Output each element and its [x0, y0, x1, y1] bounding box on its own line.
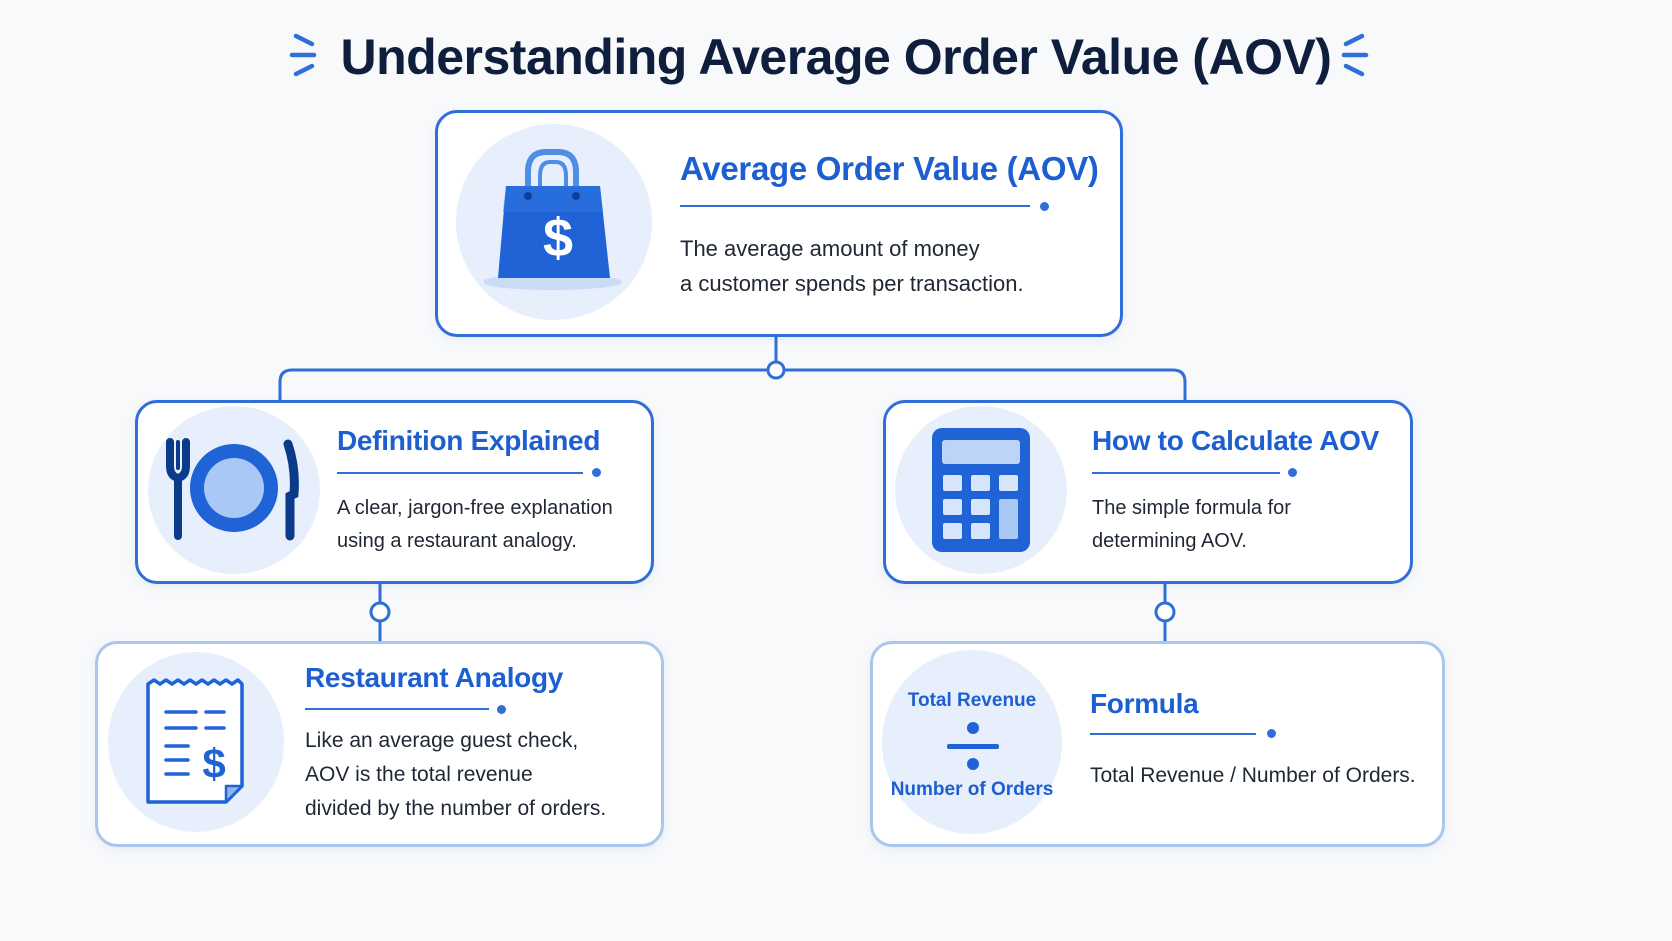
receipt-dollar-icon: $	[146, 678, 244, 804]
root-desc-line-2: a customer spends per transaction.	[680, 271, 1024, 296]
restaurant-analogy-desc-line-2: AOV is the total revenue	[305, 763, 533, 786]
formula-icon-bg	[882, 650, 1062, 834]
formula-title: Formula	[1090, 688, 1199, 719]
title-left-accent-icon	[289, 33, 317, 77]
definition-desc-line-2: using a restaurant analogy.	[337, 530, 577, 552]
calculate-desc-line-1: The simple formula for	[1092, 497, 1291, 519]
definition-desc-line-1: A clear, jargon-free explanation	[337, 497, 613, 519]
formula-denominator: Number of Orders	[890, 779, 1054, 800]
svg-text:$: $	[543, 208, 573, 268]
shopping-bag-dollar-icon: $	[484, 149, 622, 290]
page-title: Understanding Average Order Value (AOV)	[340, 29, 1332, 85]
definition-title: Definition Explained	[337, 425, 601, 456]
restaurant-analogy-title-dot	[497, 705, 506, 714]
formula-desc: Total Revenue / Number of Orders.	[1090, 764, 1416, 787]
restaurant-analogy-desc-line-1: Like an average guest check,	[305, 729, 579, 752]
formula-title-rule	[1090, 733, 1256, 735]
definition-title-rule	[337, 472, 583, 474]
title-right-accent-icon	[1341, 33, 1369, 77]
formula-title-dot	[1267, 729, 1276, 738]
fork-plate-knife-icon	[166, 438, 299, 541]
restaurant-analogy-desc-line-3: divided by the number of orders.	[305, 797, 607, 820]
root-title: Average Order Value (AOV)	[680, 150, 1099, 187]
division-icon	[947, 722, 999, 770]
definition-title-dot	[592, 468, 601, 477]
calculator-icon	[932, 428, 1030, 552]
formula-numerator: Total Revenue	[907, 690, 1037, 711]
restaurant-analogy-title-rule	[305, 708, 489, 710]
calculate-title-dot	[1288, 468, 1297, 477]
root-title-dot	[1040, 202, 1049, 211]
root-title-rule	[680, 205, 1030, 207]
calculate-title-rule	[1092, 472, 1280, 474]
svg-text:$: $	[202, 740, 225, 787]
calculate-desc-line-2: determining AOV.	[1092, 530, 1247, 552]
calculate-title: How to Calculate AOV	[1092, 425, 1380, 456]
restaurant-analogy-title: Restaurant Analogy	[305, 662, 564, 693]
root-desc-line-1: The average amount of money	[680, 236, 980, 261]
